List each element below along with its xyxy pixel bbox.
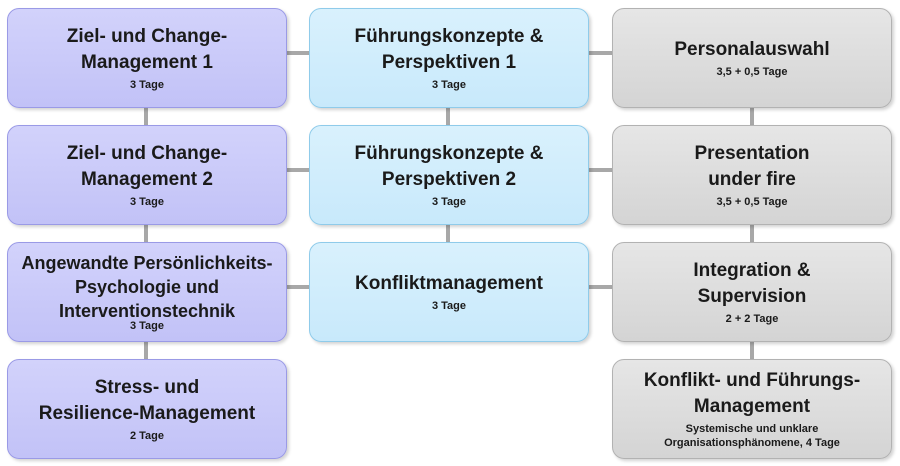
connector-right-1-2 bbox=[750, 107, 754, 125]
module-title: Ziel- und Change- Management 1 bbox=[66, 26, 228, 73]
module-persoenlichkeits-psychologie: Angewandte Persönlichkeits- Psychologie … bbox=[7, 242, 287, 342]
module-presentation-under-fire: Presentation under fire 3,5 + 0,5 Tage bbox=[612, 125, 892, 225]
module-title: Konfliktmanagement bbox=[355, 273, 543, 294]
module-title: Integration & Supervision bbox=[693, 260, 811, 307]
module-title: Presentation under fire bbox=[694, 143, 810, 190]
module-duration: 2 Tage bbox=[129, 430, 165, 442]
module-integration-supervision: Integration & Supervision 2 + 2 Tage bbox=[612, 242, 892, 342]
module-duration: 3 Tage bbox=[129, 320, 165, 332]
module-personalauswahl: Personalauswahl 3,5 + 0,5 Tage bbox=[612, 8, 892, 108]
module-duration: 3 Tage bbox=[129, 79, 165, 91]
module-duration: 3 Tage bbox=[129, 196, 165, 208]
module-ziel-change-management-1: Ziel- und Change- Management 1 3 Tage bbox=[7, 8, 287, 108]
module-ziel-change-management-2: Ziel- und Change- Management 2 3 Tage bbox=[7, 125, 287, 225]
connector-left-2-3 bbox=[144, 224, 148, 242]
connector-row1-left-middle bbox=[286, 51, 310, 55]
module-duration: 3,5 + 0,5 Tage bbox=[716, 66, 788, 78]
module-title: Ziel- und Change- Management 2 bbox=[66, 143, 228, 190]
module-konflikt-fuehrungs-management: Konflikt- und Führungs- Management Syste… bbox=[612, 359, 892, 459]
connector-left-1-2 bbox=[144, 107, 148, 125]
connector-row2-left-middle bbox=[286, 168, 310, 172]
module-title: Konflikt- und Führungs- Management bbox=[643, 370, 861, 417]
connector-middle-1-2 bbox=[446, 107, 450, 125]
module-title: Führungskonzepte & Perspektiven 1 bbox=[354, 26, 544, 73]
module-duration: 2 + 2 Tage bbox=[725, 313, 779, 325]
module-title: Führungskonzepte & Perspektiven 2 bbox=[354, 143, 544, 190]
connector-middle-2-3 bbox=[446, 224, 450, 242]
connector-left-3-4 bbox=[144, 341, 148, 359]
connector-right-3-4 bbox=[750, 341, 754, 359]
module-duration: 3 Tage bbox=[431, 196, 467, 208]
module-duration: Systemische und unklare Organisationsphä… bbox=[664, 423, 840, 449]
module-title: Angewandte Persönlichkeits- Psychologie … bbox=[21, 253, 273, 321]
module-duration: 3 Tage bbox=[431, 300, 467, 312]
connector-row1-middle-right bbox=[588, 51, 613, 55]
module-stress-resilience-management: Stress- und Resilience-Management 2 Tage bbox=[7, 359, 287, 459]
module-duration: 3 Tage bbox=[431, 79, 467, 91]
module-title: Personalauswahl bbox=[674, 39, 830, 60]
module-duration: 3,5 + 0,5 Tage bbox=[716, 196, 788, 208]
connector-row2-middle-right bbox=[588, 168, 613, 172]
module-konfliktmanagement: Konfliktmanagement 3 Tage bbox=[309, 242, 589, 342]
module-fuehrungskonzepte-1: Führungskonzepte & Perspektiven 1 3 Tage bbox=[309, 8, 589, 108]
connector-right-2-3 bbox=[750, 224, 754, 242]
connector-row3-left-middle bbox=[286, 285, 310, 289]
module-title: Stress- und Resilience-Management bbox=[38, 377, 256, 424]
connector-row3-middle-right bbox=[588, 285, 613, 289]
module-fuehrungskonzepte-2: Führungskonzepte & Perspektiven 2 3 Tage bbox=[309, 125, 589, 225]
